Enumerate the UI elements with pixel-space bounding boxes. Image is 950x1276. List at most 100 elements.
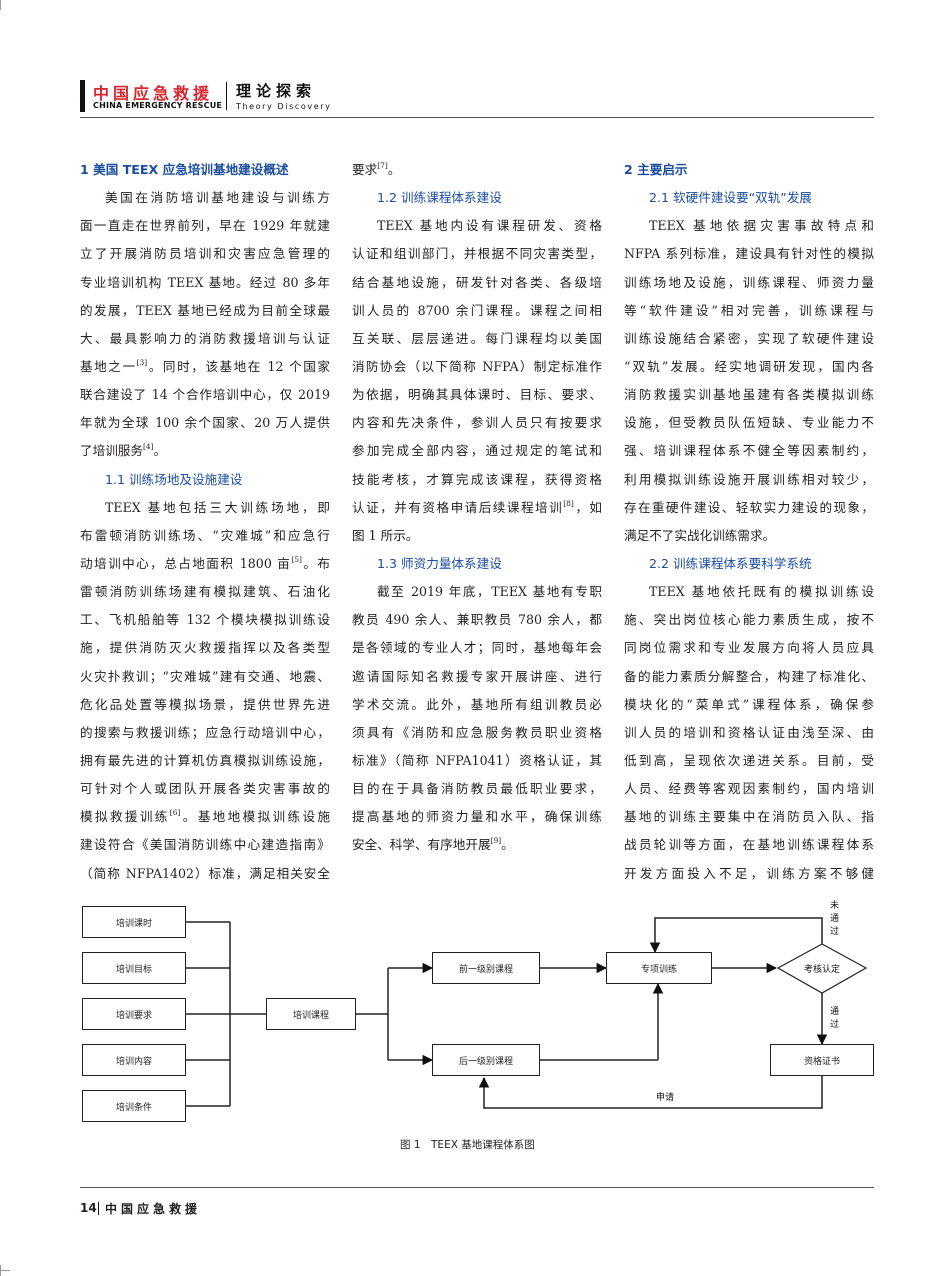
- body-text-line: 雷顿消防训练场建有模拟建筑、石油化: [80, 578, 330, 606]
- text-run: TEEX 基地内设有课程研发、资格: [377, 218, 602, 234]
- arrow-not-passed: [649, 917, 823, 954]
- citation-ref: [9]: [490, 836, 502, 846]
- body-text-line: 利用模拟训练设施开展训练相对较少，: [624, 466, 874, 494]
- text-run: 设施，但受教员队伍短缺、专业能力不: [624, 415, 874, 431]
- body-text-line: 的搜索与救援训练；应急行动培训中心，: [80, 719, 330, 747]
- text-run: 训人员的 8700 余门课程。课程之间相: [352, 302, 602, 318]
- footer-divider: [98, 1202, 99, 1215]
- text-run: 立了开展消防员培训和灾害应急管理的: [80, 246, 330, 262]
- text-run: 消防协会（以下简称 NFPA）制定标准作: [352, 358, 602, 374]
- box-training-hours: 培训课时: [82, 906, 186, 938]
- box-certificate: 资格证书: [770, 1044, 874, 1076]
- body-text-line: 教员 490 余人、兼职教员 780 余人，都: [352, 606, 602, 634]
- text-run: 存在重硬件建设、轻软实力建设的现象，: [624, 499, 874, 515]
- body-text-line: 立了开展消防员培训和灾害应急管理的: [80, 240, 330, 268]
- text-run: 施，提供消防灭火救援指挥以及各类型: [80, 640, 330, 656]
- text-run: 要求: [352, 162, 378, 177]
- section-heading: 1 美国 TEEX 应急培训基地建设概述: [80, 156, 330, 184]
- box-training-content: 培训内容: [82, 1044, 186, 1076]
- text-run: 消防救援实训基地虽建有各类模拟训练: [624, 387, 874, 403]
- text-run: 拥有最先进的计算机仿真模拟训练设施，: [80, 752, 330, 768]
- text-run: 技能考核，才算完成该课程，获得资格: [352, 471, 602, 487]
- text-run: 。布: [301, 555, 330, 571]
- body-text-line: 美国在消防培训基地建设与训练方: [80, 184, 330, 212]
- citation-ref: [7]: [377, 161, 388, 170]
- box-training-goals: 培训目标: [82, 952, 186, 984]
- body-text-line: 训人员的培训和资格认证由浅至深、由: [624, 719, 874, 747]
- text-run: 互关联、层层递进。每门课程均以美国: [352, 330, 602, 346]
- citation-ref: [8]: [563, 498, 574, 508]
- body-text-line: 等“软件建设”相对完善，训练课程与: [624, 297, 874, 325]
- body-text-line: 工、飞机船舶等 132 个模块模拟训练设: [80, 606, 330, 634]
- body-text-line: 消防救援实训基地虽建有各类模拟训练: [624, 381, 874, 409]
- header-bar: [80, 80, 85, 112]
- text-run: TEEX 基地包括三大训练场地，即: [105, 499, 330, 515]
- assess-label: 考核认定: [803, 965, 840, 975]
- text-run: 图 1 所示。: [352, 527, 419, 543]
- body-text-line: 须具有《消防和应急服务教员职业资格: [352, 719, 602, 747]
- body-text-line: 标准》（简称 NFPA1041）资格认证，其: [352, 747, 602, 775]
- text-run: 训练场地及设施，训练课程、师资力量: [624, 274, 874, 290]
- crop-mark: [0, 1270, 10, 1271]
- text-run: 基地的训练主要集中在消防员入队、指: [624, 809, 874, 825]
- body-text-line: 火灾扑救训；“灾难城”建有交通、地震、: [80, 663, 330, 691]
- body-text-line: TEEX 基地依据灾害事故特点和: [624, 212, 874, 240]
- box-prev-course: 前一级别课程: [432, 952, 540, 984]
- text-run: ，如: [573, 499, 603, 515]
- body-text-line: 互关联、层层递进。每门课程均以美国: [352, 325, 602, 353]
- text-run: 低到高，呈现依次递进关系。目前，受: [624, 752, 874, 768]
- text-run: TEEX 基地依据灾害事故特点和: [649, 218, 874, 234]
- body-text-line: TEEX 基地依托既有的模拟训练设: [624, 578, 874, 606]
- text-run: 安全、科学、有序地开展: [352, 837, 491, 853]
- text-run: 学术交流。此外，基地所有组训教员必: [352, 696, 602, 712]
- text-run: 火灾扑救训；“灾难城”建有交通、地震、: [80, 668, 330, 684]
- subsection-heading: 2.2 训练课程体系要科学系统: [624, 550, 874, 578]
- body-text-line: 联合建设了 14 个合作培训中心，仅 2019: [80, 381, 330, 409]
- text-run: 邀请国际知名救援专家开展讲座、进行: [352, 668, 602, 684]
- body-text-line: 备的能力素质分解整合，构建了标准化、: [624, 663, 874, 691]
- text-run: 模拟救援训练: [80, 809, 170, 825]
- body-text-line: 同岗位需求和专业发展方向将人员应具: [624, 634, 874, 662]
- body-text-line: 消防协会（以下简称 NFPA）制定标准作: [352, 353, 602, 381]
- citation-ref: [4]: [142, 442, 154, 452]
- course-system-diagram: [186, 917, 868, 1109]
- text-run: 可针对个人或团队开展各类灾害事故的: [80, 781, 330, 797]
- text-run: NFPA 系列标准，建设具有针对性的模拟: [624, 246, 874, 262]
- text-run: 强、培训课程体系不健全等因素制约，: [624, 443, 874, 459]
- text-run: 同岗位需求和专业发展方向将人员应具: [624, 640, 874, 656]
- text-run: 布雷顿消防训练场、“灾难城”和应急行: [80, 527, 330, 543]
- text-run: 为依据，明确其具体课时、目标、要求、: [352, 387, 602, 403]
- assess-diamond: [776, 943, 868, 994]
- body-text-line: 模拟救援训练[6]。基地地模拟训练设施: [80, 803, 330, 831]
- body-text-line: 要求[7]。: [352, 156, 602, 184]
- text-run: 。同时，该基地在 12 个国家: [147, 358, 330, 374]
- text-run: 1.3 师资力量体系建设: [377, 555, 502, 571]
- section-title-en: Theory Discovery: [236, 102, 332, 111]
- apply-label: 申请: [656, 1093, 675, 1103]
- text-run: 2.2 训练课程体系要科学系统: [649, 555, 812, 571]
- body-text-line: 施，提供消防灭火救援指挥以及各类型: [80, 634, 330, 662]
- body-text-line: TEEX 基地包括三大训练场地，即: [80, 494, 330, 522]
- body-text-line: 截至 2019 年底，TEEX 基地有专职: [352, 578, 602, 606]
- text-run: 开发方面投入不足，训练方案不够健: [624, 865, 874, 881]
- subsection-heading: 2.1 软硬件建设要“双轨”发展: [624, 184, 874, 212]
- text-run: 了培训服务: [80, 443, 143, 459]
- subsection-heading: 1.2 训练课程体系建设: [352, 184, 602, 212]
- text-run: 提高基地的师资力量和水平，确保训练: [352, 809, 602, 825]
- body-text-line: 目的在于具备消防教员最低职业要求，: [352, 775, 602, 803]
- body-text-line: 训练场地及设施，训练课程、师资力量: [624, 269, 874, 297]
- box-training-conditions: 培训条件: [82, 1090, 186, 1122]
- arrow-apply: [478, 1076, 823, 1109]
- body-text-line: 战员轮训等方面，在基地训练课程体系: [624, 831, 874, 859]
- text-run: 战员轮训等方面，在基地训练课程体系: [624, 837, 874, 853]
- body-text-line: 模块化的“菜单式”课程体系，确保参: [624, 691, 874, 719]
- text-run: 年就为全球 100 余个国家、20 万人提供: [80, 415, 330, 431]
- text-column-3: 2 主要启示 2.1 软硬件建设要“双轨”发展 TEEX 基地依据灾害事故特点和 NF…: [624, 156, 874, 888]
- text-run: 2 主要启示: [624, 162, 688, 177]
- body-text-line: 认证和组训部门，并根据不同灾害类型，: [352, 240, 602, 268]
- body-text-line: 的发展，TEEX 基地已经成为目前全球最: [80, 297, 330, 325]
- body-text-line: 图 1 所示。: [352, 522, 602, 550]
- text-run: 施、突出岗位核心能力素质生成，按不: [624, 612, 874, 628]
- text-column-2: 要求[7]。1.2 训练课程体系建设 TEEX 基地内设有课程研发、资格认证和组训…: [352, 156, 602, 860]
- body-text-line: 技能考核，才算完成该课程，获得资格: [352, 466, 602, 494]
